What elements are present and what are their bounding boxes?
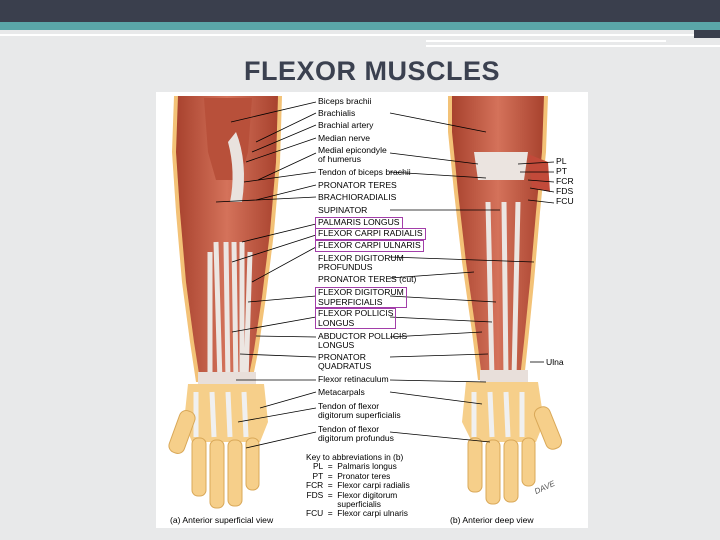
finger <box>209 439 225 509</box>
label-fpl-line2: LONGUS <box>318 317 355 328</box>
slide-title: FLEXOR MUSCLES <box>243 56 500 86</box>
hand-tendons <box>193 391 249 438</box>
label-supinator: SUPINATOR <box>318 205 368 215</box>
key-row: PT= Pronator teres <box>306 470 410 481</box>
label-fpl: FLEXOR POLLICIS LONGUS <box>315 308 397 329</box>
decor-line <box>0 34 700 36</box>
leader-lines-left <box>215 101 317 449</box>
label-ulna: Ulna <box>546 357 564 367</box>
key-abbr: PL <box>312 461 324 472</box>
caption-a: (a) Anterior superficial view <box>170 515 274 525</box>
key-equals: = <box>327 508 333 519</box>
key-abbr: FCR <box>306 480 324 491</box>
label-flexor-retinaculum: Flexor retinaculum <box>318 374 389 384</box>
label-fds-line2: SUPERFICIALIS <box>318 296 383 307</box>
key-meaning: Palmaris longus <box>337 461 397 472</box>
label-medial-epicondyle-2: of humerus <box>318 154 361 164</box>
label-brachioradialis: BRACHIORADIALIS <box>318 192 397 202</box>
label-fds: FLEXOR DIGITORUM SUPERFICIALIS <box>315 287 407 308</box>
key-abbr: FDS <box>306 489 324 500</box>
finger <box>227 439 243 507</box>
label-flexor-carpi-ulnaris: FLEXOR CARPI ULNARIS <box>315 240 424 252</box>
label-fds-abbr: FDS <box>556 186 574 196</box>
slide-header-bar <box>0 0 720 22</box>
thumb <box>533 406 563 450</box>
label-tendon-fds-2: digitorum superficialis <box>318 410 401 420</box>
key-row: FCU= Flexor carpi ulnaris <box>306 508 410 519</box>
deep-arm <box>448 96 563 505</box>
label-brachial-artery: Brachial artery <box>318 120 374 130</box>
caption-b: (b) Anterior deep view <box>450 515 534 525</box>
deep-hand-tendons <box>471 391 525 438</box>
finger <box>245 437 260 491</box>
decor-line <box>426 40 666 42</box>
biceps-tendon <box>228 132 244 202</box>
label-medial-epicondyle: Medial epicondyle <box>318 145 387 155</box>
label-fdp: FLEXOR DIGITORUM <box>318 253 404 263</box>
label-fcr: FCR <box>556 176 574 186</box>
label-fpl-line1: FLEXOR POLLICIS <box>318 308 394 318</box>
label-apl-2: LONGUS <box>318 340 355 350</box>
deep-tendons <box>485 201 521 379</box>
key-abbr: PT <box>312 470 324 481</box>
finger <box>503 439 519 503</box>
abbreviation-key: Key to abbreviations in (b) PL=Palmaris … <box>306 452 410 519</box>
finger <box>521 437 536 487</box>
label-apl: ABDUCTOR POLLICIS <box>318 331 408 341</box>
decor-block <box>694 30 720 38</box>
label-palmaris-longus: PALMARIS LONGUS <box>315 217 403 229</box>
key-row: superficialis <box>306 499 410 510</box>
label-pt: PT <box>556 166 567 176</box>
thumb <box>168 410 196 454</box>
finger <box>485 439 501 505</box>
key-row: PL= Palmaris longus <box>306 461 410 472</box>
label-median-nerve: Median nerve <box>318 133 371 143</box>
slide-accent-strip <box>0 22 720 30</box>
label-brachialis: Brachialis <box>318 108 356 118</box>
anatomy-figure: Biceps brachii Brachialis Brachial arter… <box>156 92 588 528</box>
label-pronator-teres-cut: PRONATOR TERES (cut) <box>318 274 417 284</box>
label-fdp-2: PROFUNDUS <box>318 262 373 272</box>
key-meaning: Flexor digitorum <box>337 489 398 500</box>
finger <box>191 437 207 497</box>
key-meaning: Flexor carpi ulnaris <box>337 508 408 519</box>
label-tendon-fds: Tendon of flexor <box>318 401 380 411</box>
key-title: Key to abbreviations in (b) <box>306 452 404 462</box>
key-equals: = <box>327 489 333 500</box>
elbow-region <box>474 152 528 180</box>
label-tendon-biceps: Tendon of biceps brachii <box>318 167 411 177</box>
forearm-illustration <box>168 96 563 509</box>
key-equals: = <box>327 470 333 481</box>
deep-retinaculum <box>480 370 528 384</box>
key-meaning: superficialis <box>337 499 381 510</box>
label-pronator-teres: PRONATOR TERES <box>318 180 397 190</box>
decor-line <box>426 45 720 47</box>
key-equals: = <box>327 480 333 491</box>
forearm-tendons <box>207 241 253 383</box>
finger <box>467 437 483 493</box>
label-fds-line1: FLEXOR DIGITORUM <box>318 287 404 297</box>
key-row: FDS= Flexor digitorum <box>306 489 410 500</box>
label-tendon-fdp: Tendon of flexor <box>318 424 380 434</box>
label-pl: PL <box>556 156 567 166</box>
label-pronator-quadratus-2: QUADRATUS <box>318 361 372 371</box>
key-equals: = <box>327 461 333 472</box>
key-abbr: FCU <box>306 508 324 519</box>
label-metacarpals: Metacarpals <box>318 387 365 397</box>
key-meaning: Pronator teres <box>337 470 391 481</box>
label-flexor-carpi-radialis: FLEXOR CARPI RADIALIS <box>315 228 426 240</box>
superficial-arm <box>168 96 282 509</box>
label-biceps-brachii: Biceps brachii <box>318 96 372 106</box>
label-fcu: FCU <box>556 196 574 206</box>
flexor-retinaculum-band <box>198 372 256 386</box>
leader-lines-right <box>389 112 555 443</box>
label-pronator-quadratus: PRONATOR <box>318 352 366 362</box>
label-tendon-fdp-2: digitorum profundus <box>318 433 394 443</box>
key-meaning: Flexor carpi radialis <box>337 480 410 491</box>
key-row: FCR= Flexor carpi radialis <box>306 480 410 491</box>
